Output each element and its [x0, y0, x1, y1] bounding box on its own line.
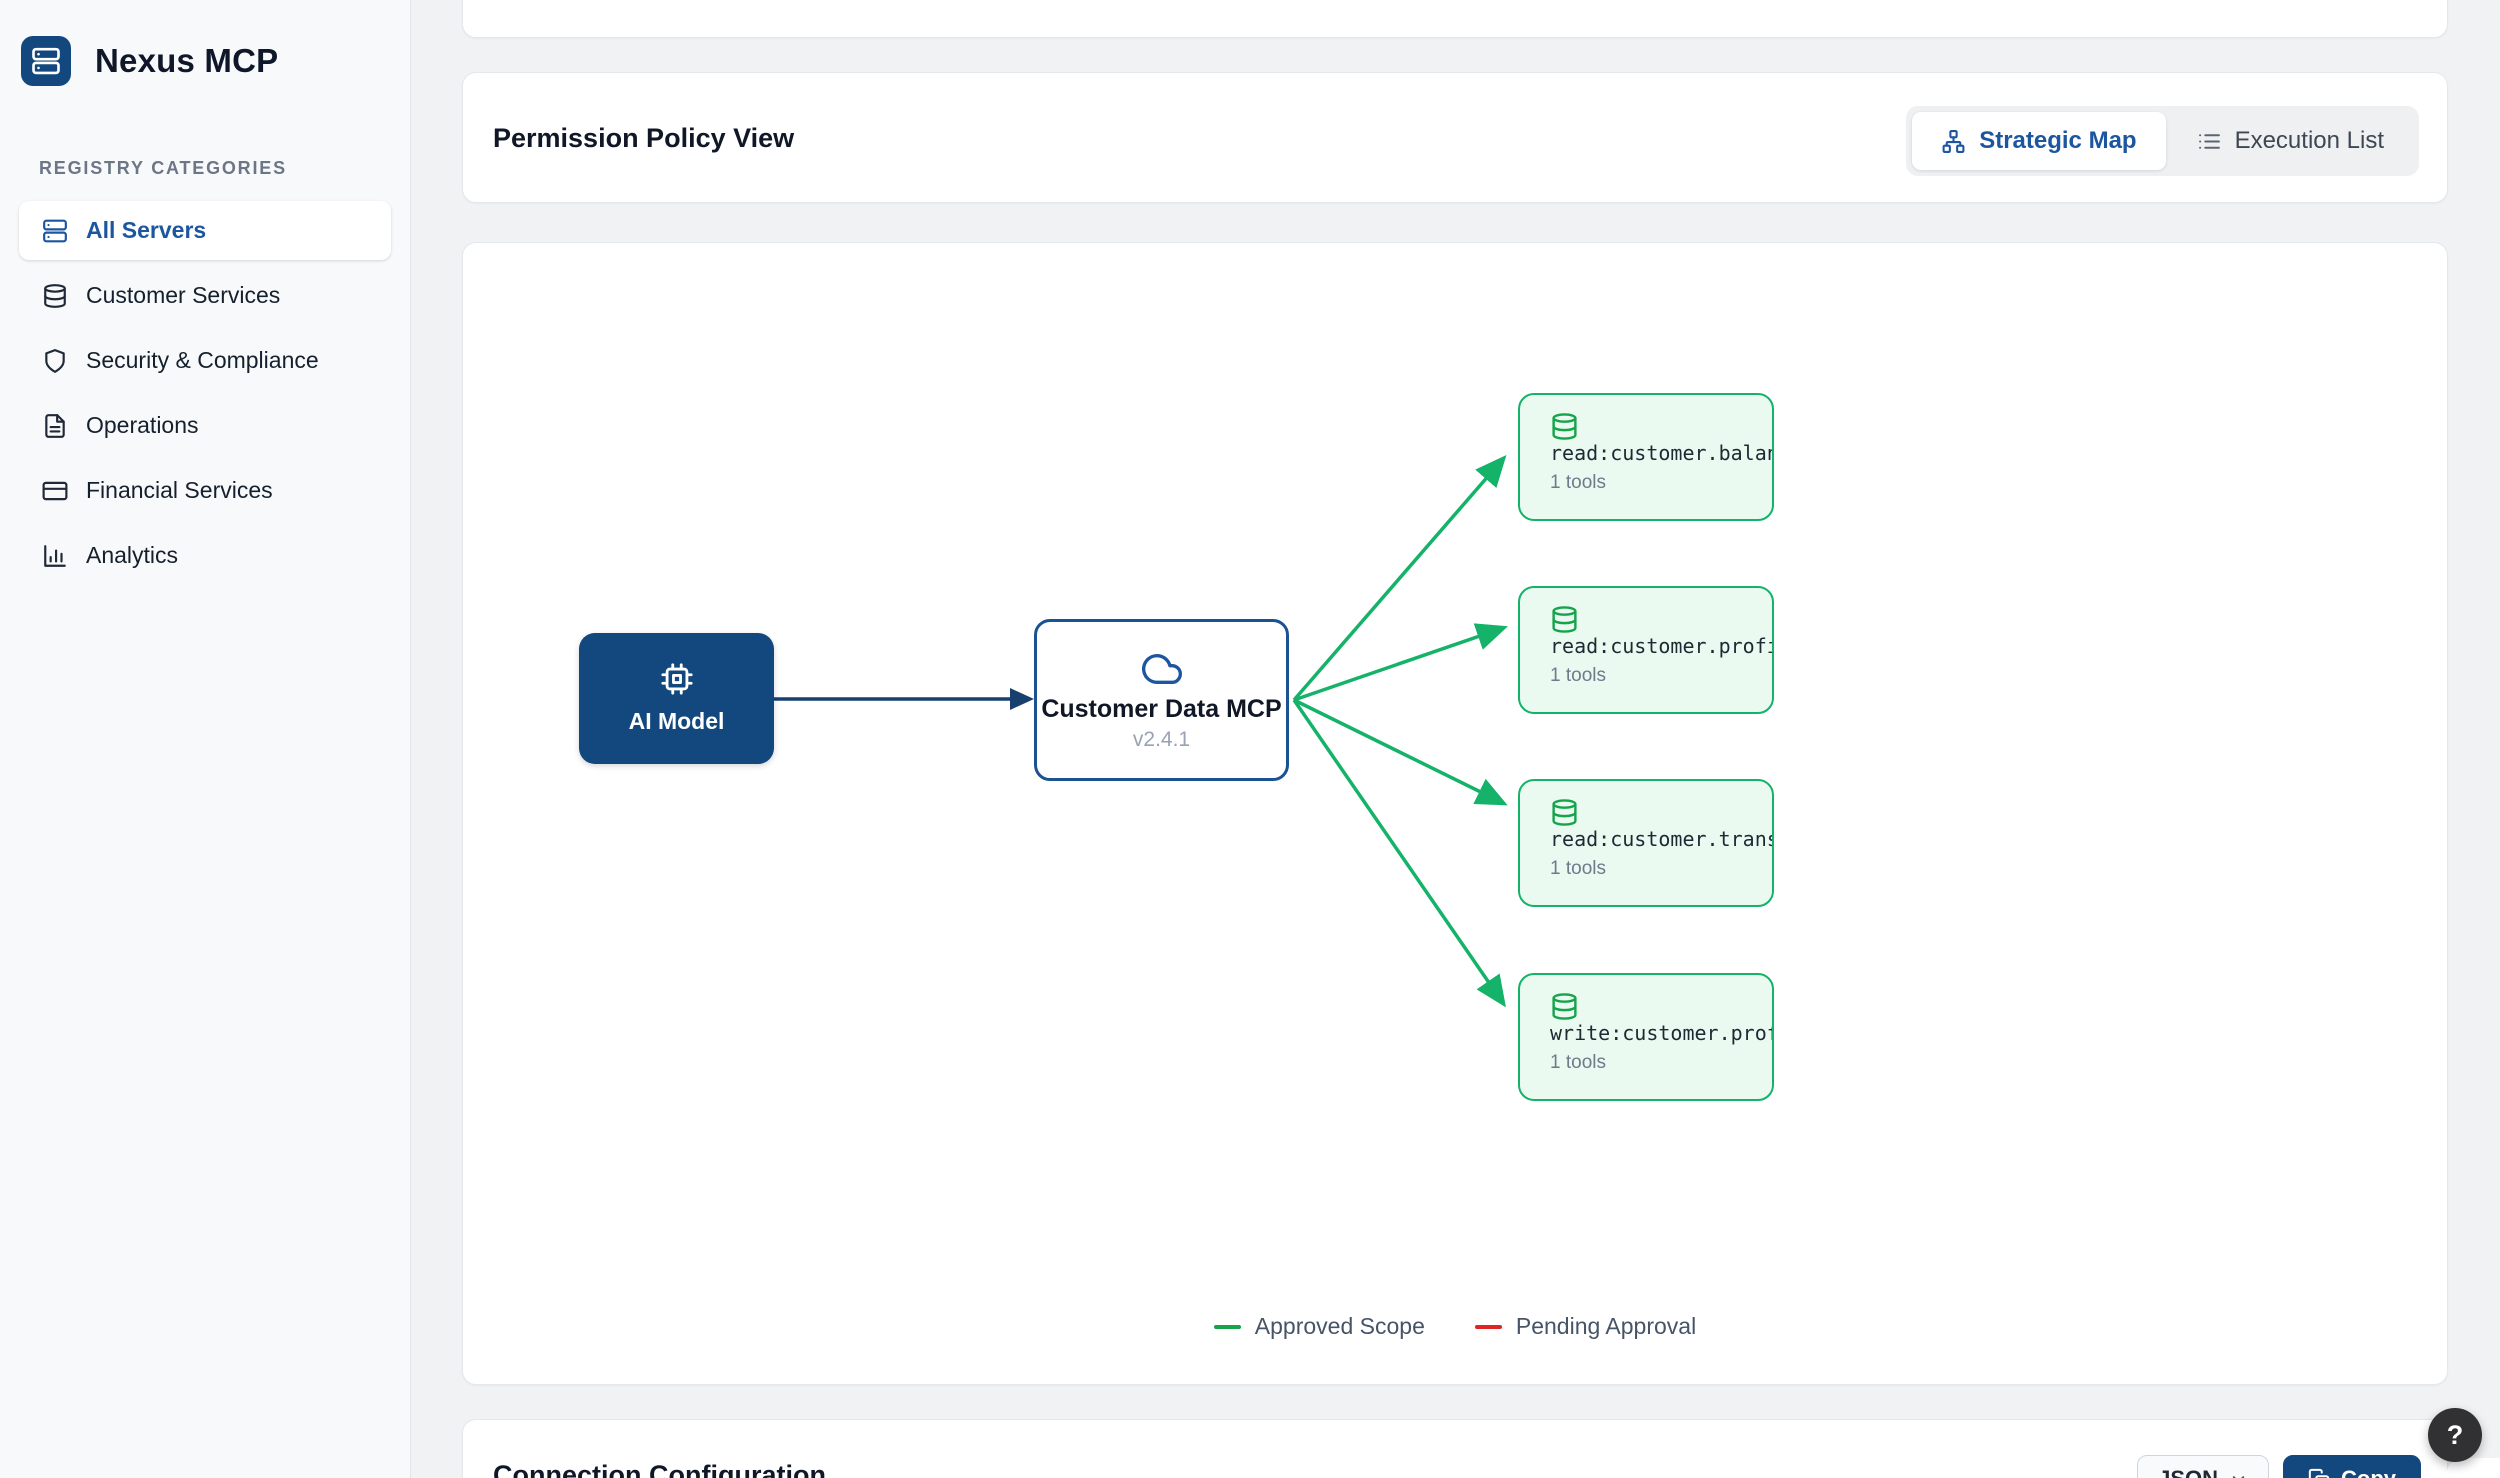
- permission-policy-header-card: Permission Policy View Strategic Map: [462, 72, 2448, 203]
- database-icon: [1550, 412, 1772, 441]
- json-button-label: JSON: [2158, 1466, 2218, 1478]
- tab-label: Strategic Map: [1979, 127, 2137, 154]
- sidebar-item-customer-services[interactable]: Customer Services: [19, 266, 391, 325]
- database-icon: [42, 283, 68, 309]
- brand-name: Nexus MCP: [95, 42, 279, 79]
- sidebar-item-label: Operations: [86, 412, 199, 438]
- main-content: Permission Policy View Strategic Map: [411, 0, 2500, 1478]
- copy-button[interactable]: Copy: [2283, 1455, 2421, 1478]
- diagram-canvas: AI Model Customer Data MCP v2.4.1: [463, 243, 2447, 1384]
- approved-scope-swatch: [1213, 1324, 1241, 1329]
- server-icon: [42, 218, 68, 244]
- view-toggle: Strategic Map Execution List: [1906, 106, 2419, 176]
- sidebar-item-label: Financial Services: [86, 477, 273, 503]
- scope-label: read:customer.balance: [1550, 441, 1772, 465]
- sidebar-item-all-servers[interactable]: All Servers: [19, 201, 391, 260]
- node-mcp-version: v2.4.1: [1132, 727, 1191, 751]
- help-button[interactable]: ?: [2428, 1408, 2482, 1462]
- pending-approval-swatch: [1474, 1324, 1502, 1329]
- node-scope-write-profile[interactable]: write:customer.profile 1 tools: [1518, 973, 1774, 1101]
- question-mark-icon: ?: [2446, 1419, 2464, 1450]
- scope-tools-count: 1 tools: [1550, 472, 1606, 493]
- sitemap-icon: [1941, 129, 1966, 154]
- node-scope-read-transactions[interactable]: read:customer.transactions 1 tools: [1518, 779, 1774, 907]
- scope-label: read:customer.profile: [1550, 634, 1772, 658]
- sidebar-item-security-compliance[interactable]: Security & Compliance: [19, 331, 391, 390]
- scope-label: read:customer.transactions: [1550, 827, 1772, 851]
- list-icon: [2197, 129, 2222, 154]
- sidebar-section-label: REGISTRY CATEGORIES: [39, 158, 287, 178]
- database-icon: [1550, 605, 1772, 634]
- document-icon: [42, 413, 68, 439]
- policy-diagram-card: AI Model Customer Data MCP v2.4.1: [462, 242, 2448, 1385]
- diagram-legend: Approved Scope Pending Approval: [463, 1313, 2447, 1340]
- sidebar: Nexus MCP REGISTRY CATEGORIES All Server…: [0, 0, 411, 1478]
- scope-tools-count: 1 tools: [1550, 858, 1606, 879]
- copy-button-label: Copy: [2341, 1466, 2396, 1478]
- connection-actions: JSON Copy: [2137, 1455, 2421, 1478]
- node-scope-read-balance[interactable]: read:customer.balance 1 tools: [1518, 393, 1774, 521]
- legend-pending-approval: Pending Approval: [1474, 1313, 1697, 1340]
- node-mcp-title: Customer Data MCP: [1041, 694, 1282, 723]
- tab-execution-list[interactable]: Execution List: [2168, 112, 2413, 170]
- brand: Nexus MCP: [19, 36, 391, 86]
- sidebar-item-financial-services[interactable]: Financial Services: [19, 461, 391, 520]
- node-scope-read-profile[interactable]: read:customer.profile 1 tools: [1518, 586, 1774, 714]
- server-icon: [31, 46, 61, 76]
- help-widget-backdrop: [2446, 1458, 2500, 1478]
- legend-approved-scope: Approved Scope: [1213, 1313, 1425, 1340]
- scope-label: write:customer.profile: [1550, 1021, 1772, 1045]
- node-ai-label: AI Model: [628, 708, 725, 734]
- previous-section-card: [462, 0, 2448, 38]
- shield-icon: [42, 348, 68, 374]
- scope-tools-count: 1 tools: [1550, 665, 1606, 686]
- cpu-icon: [660, 662, 694, 696]
- node-customer-data-mcp[interactable]: Customer Data MCP v2.4.1: [1034, 619, 1289, 781]
- connection-configuration-title: Connection Configuration: [493, 1460, 826, 1478]
- diagram-edges: [774, 455, 1508, 1008]
- sidebar-item-operations[interactable]: Operations: [19, 396, 391, 455]
- scope-tools-count: 1 tools: [1550, 1052, 1606, 1073]
- sidebar-item-label: Analytics: [86, 542, 179, 568]
- connection-configuration-card: Connection Configuration JSON Copy: [462, 1419, 2448, 1478]
- json-format-button[interactable]: JSON: [2137, 1455, 2269, 1478]
- page-title: Permission Policy View: [493, 123, 795, 153]
- copy-icon: [2308, 1468, 2330, 1478]
- bar-chart-icon: [42, 543, 68, 569]
- legend-label: Approved Scope: [1254, 1313, 1425, 1339]
- sidebar-item-label: All Servers: [86, 217, 207, 243]
- sidebar-item-label: Security & Compliance: [86, 347, 319, 373]
- tab-strategic-map[interactable]: Strategic Map: [1912, 112, 2166, 170]
- database-icon: [1550, 798, 1772, 827]
- database-icon: [1550, 992, 1772, 1021]
- cloud-icon: [1139, 649, 1185, 689]
- credit-card-icon: [42, 478, 68, 504]
- chevron-down-icon: [2229, 1470, 2248, 1478]
- node-ai-model[interactable]: AI Model: [579, 633, 774, 764]
- sidebar-item-analytics[interactable]: Analytics: [19, 526, 391, 585]
- sidebar-item-label: Customer Services: [86, 282, 281, 308]
- brand-logo: [21, 36, 71, 86]
- legend-label: Pending Approval: [1515, 1313, 1697, 1339]
- tab-label: Execution List: [2234, 127, 2384, 154]
- sidebar-nav: All Servers Customer Services Security &…: [19, 201, 391, 585]
